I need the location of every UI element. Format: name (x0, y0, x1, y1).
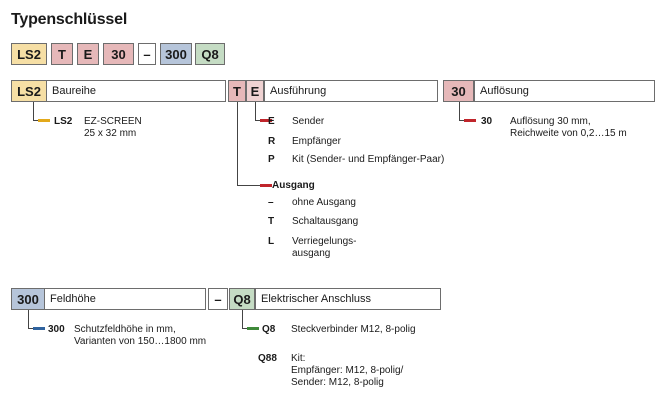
connector-code: Q8 (229, 288, 255, 310)
output-option-text-2: ausgang (292, 248, 331, 259)
code-height: 300 (160, 43, 192, 65)
series-code: LS2 (11, 80, 47, 102)
height-option-text: Schutzfeldhöhe in mm, (74, 324, 176, 335)
connector-option-code: Q88 (258, 353, 277, 364)
connector-option-text-3: Sender: M12, 8-polig (291, 377, 384, 388)
code-resolution: 30 (103, 43, 134, 65)
version-marker (260, 119, 272, 122)
series-option-text-2: 25 x 32 mm (84, 128, 137, 139)
connector-dash: – (208, 288, 228, 310)
output-option-text: Verriegelungs- (292, 236, 357, 247)
output-marker (260, 184, 272, 187)
resolution-code: 30 (443, 80, 474, 102)
series-option-text: EZ-SCREEN (84, 116, 142, 127)
connector-option-text-2: Empfänger: M12, 8-polig/ (291, 365, 404, 376)
series-label: Baureihe (46, 80, 226, 102)
version-option-code: E (268, 116, 275, 127)
version-option-text: Sender (292, 116, 325, 127)
code-connector: Q8 (195, 43, 225, 65)
version-option-code: P (268, 154, 275, 165)
output-label: Ausgang (272, 180, 315, 191)
resolution-option-text-2: Reichweite von 0,2…15 m (510, 128, 627, 139)
code-version-t: T (51, 43, 73, 65)
resolution-option-text: Auflösung 30 mm, (510, 116, 591, 127)
height-marker (33, 327, 45, 330)
output-option-text: ohne Ausgang (292, 197, 356, 208)
resolution-marker (464, 119, 476, 122)
series-marker (38, 119, 50, 122)
code-series: LS2 (11, 43, 47, 65)
connector-option-text: Steckverbinder M12, 8-polig (291, 324, 416, 335)
output-option-text: Schaltausgang (292, 216, 359, 227)
version-option-code: R (268, 136, 276, 147)
version-code-e: E (246, 80, 264, 102)
height-option-code: 300 (48, 324, 65, 335)
code-dash: – (138, 43, 156, 65)
height-label: Feldhöhe (44, 288, 206, 310)
version-label: Ausführung (264, 80, 438, 102)
output-option-code: – (268, 197, 274, 208)
height-code: 300 (11, 288, 45, 310)
resolution-label: Auflösung (474, 80, 655, 102)
output-option-code: T (268, 216, 275, 227)
resolution-option-code: 30 (481, 116, 493, 127)
page-title: Typenschlüssel (11, 11, 128, 28)
version-option-text: Kit (Sender- und Empfänger-Paar) (292, 154, 445, 165)
output-option-code: L (268, 236, 275, 247)
series-option-code: LS2 (54, 116, 73, 127)
code-version-e: E (77, 43, 99, 65)
version-code-t: T (228, 80, 246, 102)
connector-marker (247, 327, 259, 330)
height-option-text-2: Varianten von 150…1800 mm (74, 336, 207, 347)
version-option-text: Empfänger (292, 136, 341, 147)
connector-label: Elektrischer Anschluss (255, 288, 441, 310)
connector-option-text: Kit: (291, 353, 306, 364)
connector-option-code: Q8 (262, 324, 276, 335)
